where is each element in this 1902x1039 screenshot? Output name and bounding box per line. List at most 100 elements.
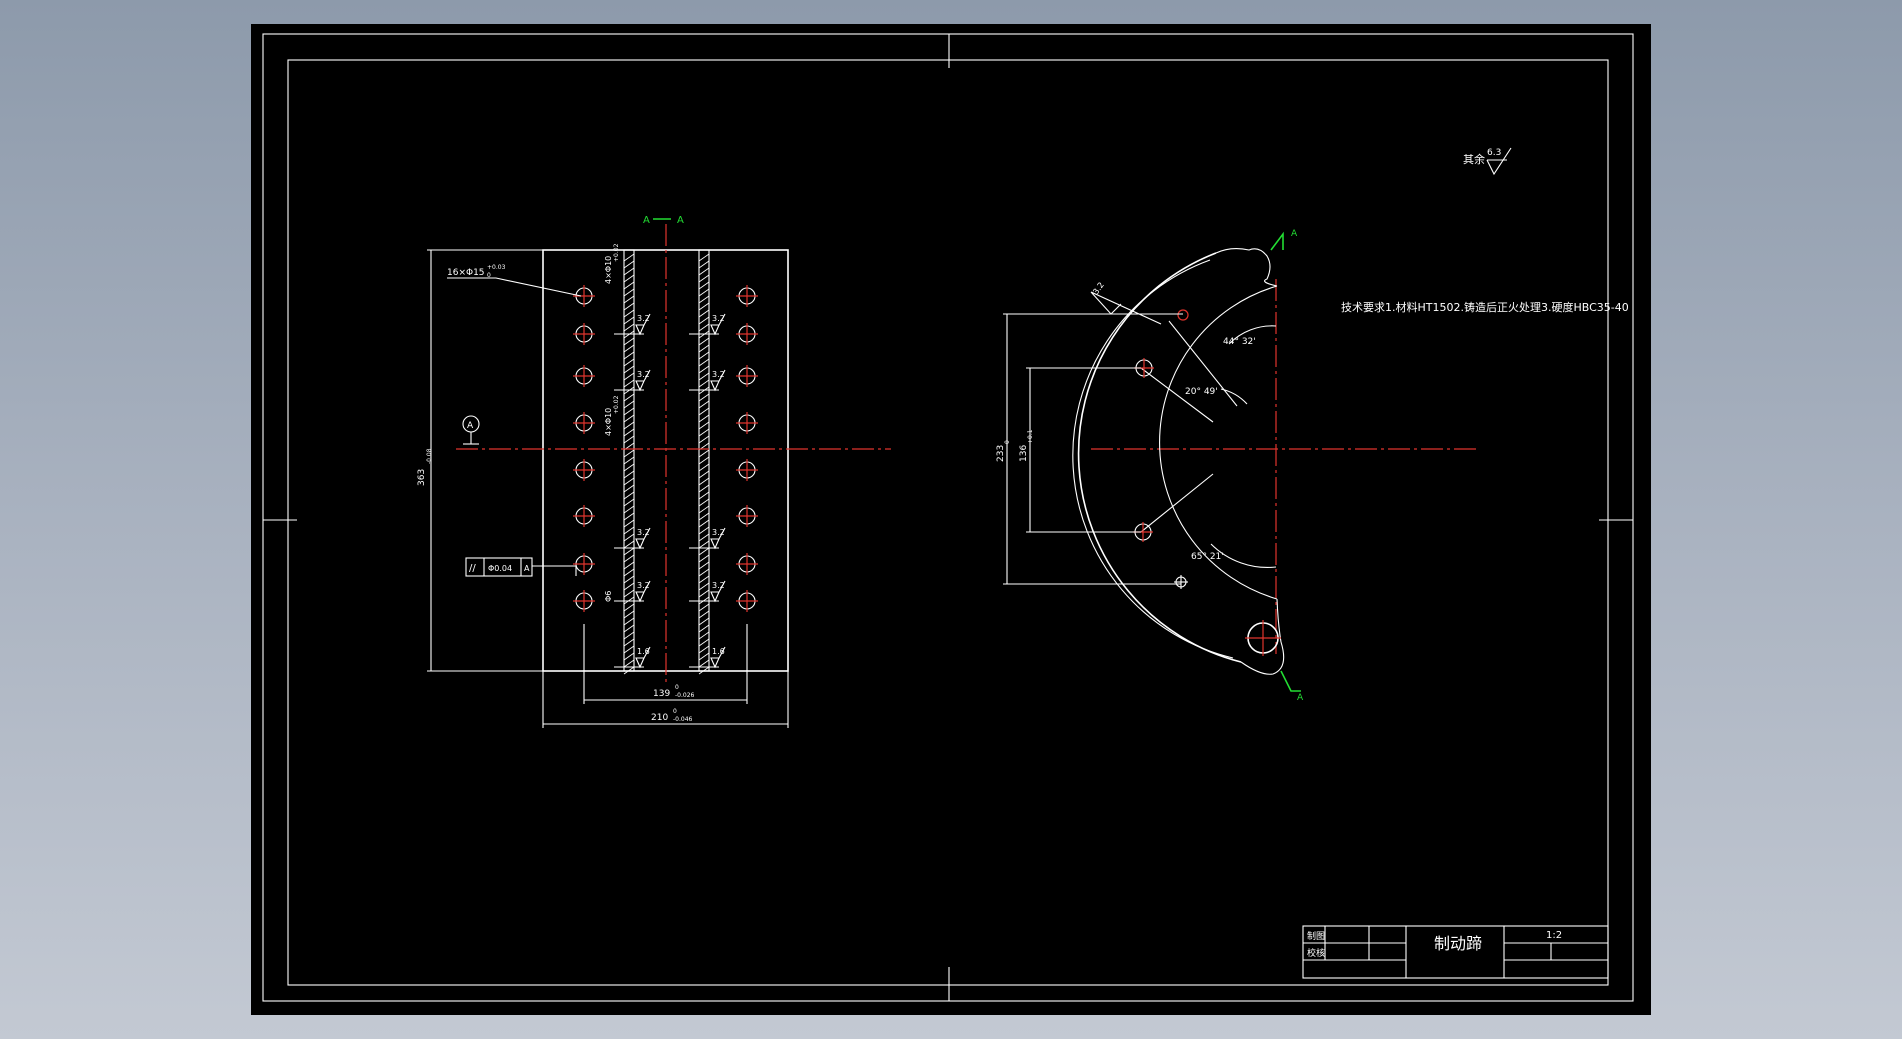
holes-leader	[447, 277, 582, 297]
section-mark-bottom	[1280, 670, 1301, 692]
tech-requirements: 技术要求1.材料HT1502.铸造后正火处理3.硬度HBC35-40	[1341, 300, 1629, 314]
hatch-line	[623, 540, 635, 549]
hatch-line	[698, 540, 710, 549]
hatch-line	[623, 533, 635, 542]
angle-1: 44° 32'	[1223, 337, 1256, 347]
hatch-line	[698, 267, 710, 276]
hatch-line	[698, 645, 710, 654]
hatch-line	[698, 253, 710, 262]
angle-arc-3	[1210, 543, 1277, 568]
hatch-line	[623, 365, 635, 374]
hatch-line	[698, 638, 710, 647]
hatch-line	[623, 421, 635, 430]
side-rough-value: 3.2	[1091, 281, 1106, 297]
hatch-line	[623, 449, 635, 458]
section-label-a1: A	[643, 215, 650, 226]
holes-callout: 16×Φ15	[447, 268, 485, 278]
hatch-line	[623, 470, 635, 479]
hatch-line	[623, 498, 635, 507]
hatch-line	[698, 414, 710, 423]
hatch-line	[623, 491, 635, 500]
roughness-value: 3.2	[712, 528, 725, 537]
hatch-line	[698, 400, 710, 409]
hatch-line	[698, 666, 710, 675]
hatch-line	[623, 288, 635, 297]
hatch-line	[623, 575, 635, 584]
roughness-value: 1.6	[712, 647, 725, 656]
dim-outer-tol-up: 0	[673, 708, 677, 715]
hatch-line	[698, 470, 710, 479]
roughness-value: 6.3	[1487, 148, 1501, 158]
hatch-line	[698, 631, 710, 640]
hatch-line	[623, 407, 635, 416]
web-left-hatch	[623, 253, 635, 675]
hatch-line	[698, 428, 710, 437]
hole-column-right	[736, 285, 758, 612]
hatch-line	[623, 561, 635, 570]
hatch-line	[698, 659, 710, 668]
section-mark-bottom-label: A	[1297, 693, 1304, 703]
hatch-line	[698, 281, 710, 290]
section-mark-top-label: A	[1291, 229, 1298, 239]
holes-tol-dn: 0	[487, 272, 491, 279]
hatch-line	[698, 351, 710, 360]
roughness-value: 3.2	[637, 581, 650, 590]
roughness-value: 3.2	[712, 370, 725, 379]
shoe-bottom-end	[1240, 598, 1285, 675]
parallel-symbol: //	[469, 563, 476, 574]
hatch-line	[623, 309, 635, 318]
section-mark-top	[1270, 231, 1284, 251]
section-label-a2: A	[677, 215, 684, 226]
hatch-line	[698, 309, 710, 318]
hatch-line	[698, 610, 710, 619]
hatch-line	[698, 435, 710, 444]
hatch-line	[698, 491, 710, 500]
hatch-line	[623, 358, 635, 367]
radial-line-1	[1168, 320, 1238, 407]
roughness-value: 3.2	[637, 370, 650, 379]
hatch-line	[623, 589, 635, 598]
slot-mid-label: 4×Φ10	[604, 408, 613, 436]
roughness-symbol	[710, 580, 726, 603]
hatch-line	[623, 582, 635, 591]
height-dim: 363	[417, 469, 427, 486]
dim-inner-tol-up: 0	[675, 684, 679, 691]
web-left-outline	[623, 249, 635, 672]
hatch-line	[623, 414, 635, 423]
side-view: A A 44° 32' 2	[996, 229, 1476, 703]
roughness-marks-right: 3.23.23.23.21.6	[689, 313, 726, 669]
hatch-line	[623, 260, 635, 269]
tb-row2-label: 校核	[1307, 947, 1325, 959]
hatch-line	[698, 603, 710, 612]
hatch-line	[623, 505, 635, 514]
dim-outer-tol-dn: -0.046	[673, 716, 693, 723]
title-block-frame	[1302, 925, 1609, 979]
shoe-outer-arc-2	[1072, 259, 1234, 659]
side-dim-inner-tol: +0.1	[1027, 429, 1034, 444]
hatch-line	[623, 267, 635, 276]
roughness-symbol	[1486, 147, 1512, 176]
shoe-top-end	[1215, 247, 1278, 287]
cad-viewport[interactable]: 其余 6.3 技术要求1.材料HT1502.铸造后正火处理3.硬度HBC35-4…	[251, 24, 1651, 1015]
hatch-line	[698, 617, 710, 626]
radial-line-2	[1140, 367, 1214, 423]
hatch-line	[623, 512, 635, 521]
web-right-outline	[698, 249, 710, 672]
dim-outer: 210	[651, 713, 668, 723]
roughness-symbol	[710, 313, 726, 336]
hatch-line	[698, 484, 710, 493]
roughness-symbol	[635, 646, 651, 669]
hatch-line	[698, 498, 710, 507]
tb-scale: 1:2	[1546, 930, 1562, 941]
hatch-line	[623, 302, 635, 311]
hatch-line	[698, 274, 710, 283]
hatch-line	[623, 568, 635, 577]
hatch-line	[623, 295, 635, 304]
hatch-line	[623, 484, 635, 493]
dim-inner-tol-dn: -0.026	[675, 692, 695, 699]
hatch-line	[698, 379, 710, 388]
sheet-border-outer	[262, 33, 1634, 1002]
hatch-line	[623, 316, 635, 325]
hatch-line	[698, 554, 710, 563]
hatch-line	[698, 582, 710, 591]
